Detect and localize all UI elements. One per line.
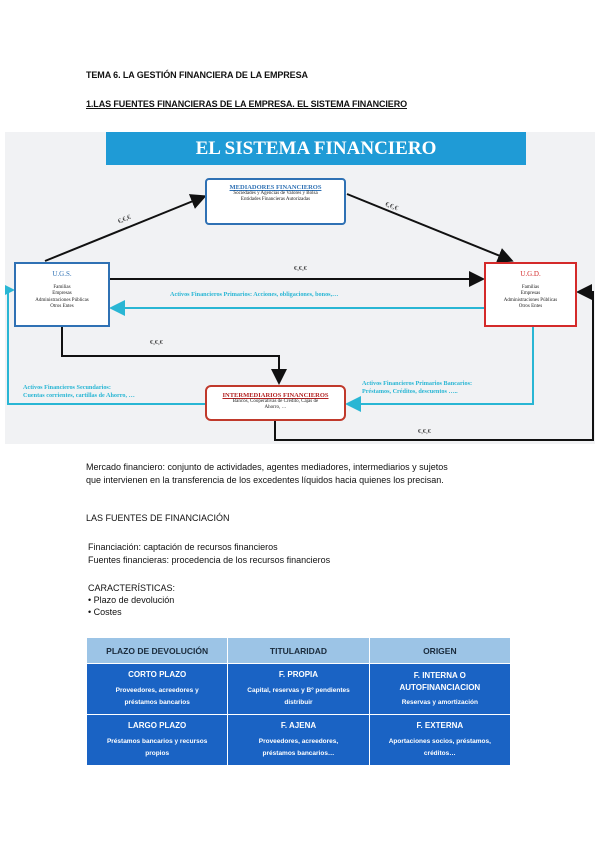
arrow-ugd-to-intermediarios-cyan [345, 327, 534, 412]
bullet-icon: • [88, 607, 94, 617]
ugs-box: U.G.S. Familias Empresas Administracione… [14, 262, 110, 327]
table-cell: F. EXTERNA Aportaciones socios, préstamo… [368, 714, 512, 766]
table-cell: F. PROPIA Capital, reservas y Bº pendien… [227, 663, 370, 715]
activos-primarios-label: Activos Financieros Primarios: Acciones,… [170, 291, 339, 298]
ccc-label-intermediarios-ugd: €,€,€ [418, 428, 431, 435]
table-cell: LARGO PLAZO Préstamos bancarios y recurs… [85, 714, 229, 766]
mediadores-line2: Entidades Financieras Autorizadas [240, 197, 311, 203]
ugs-line: Familias [53, 285, 71, 290]
ccc-label-ugs-intermediarios: €,€,€ [150, 339, 163, 346]
financial-system-diagram: EL SISTEMA FINANCIERO MEDIADORES FINANCI… [5, 132, 595, 444]
arrow-ugs-to-mediadores [44, 194, 207, 262]
paragraph-line: que intervienen en la transferencia de l… [86, 475, 444, 485]
ugd-title: U.G.D. [520, 270, 541, 278]
arrow-intermediarios-to-ugd [274, 284, 594, 441]
arrow-ugs-to-intermediarios [61, 327, 287, 385]
mediadores-box: MEDIADORES FINANCIEROS Sociedades y Agen… [205, 178, 346, 225]
table-header: ORIGEN [368, 637, 512, 664]
paragraph-line: Mercado financiero: conjunto de activida… [86, 462, 448, 472]
intermediarios-title: INTERMEDIARIOS FINANCIEROS [222, 392, 329, 399]
ugs-title: U.G.S. [52, 270, 72, 278]
definition-fuentes: Fuentes financieras: procedencia de los … [88, 555, 331, 565]
caracteristicas-title: CARACTERÍSTICAS: [88, 583, 176, 593]
mediadores-title: MEDIADORES FINANCIEROS [229, 184, 322, 191]
ugd-line: Otros Entes [518, 303, 543, 309]
list-item: • Costes [88, 607, 122, 617]
fuentes-title: LAS FUENTES DE FINANCIACIÓN [86, 513, 230, 523]
ccc-label-ugs-ugd: €,€,€ [294, 265, 307, 272]
intermediarios-line2: Ahorro, … [264, 405, 287, 411]
ugs-line: Administraciones Públicas [35, 297, 89, 303]
activos-secundarios-label-2: Cuentas corrientes, cartillas de Ahorro,… [23, 392, 135, 399]
definitions: Financiación: captación de recursos fina… [88, 541, 330, 567]
mediadores-line1: Sociedades y Agencias de Valores y Bolsa [233, 191, 318, 196]
ugd-box: U.G.D. Familias Empresas Administracione… [484, 262, 577, 327]
intermediarios-box: INTERMEDIARIOS FINANCIEROS Bancos, Coope… [205, 385, 346, 421]
document-heading: TEMA 6. LA GESTIÓN FINANCIERA DE LA EMPR… [86, 70, 308, 80]
table-header-row: PLAZO DE DEVOLUCIÓN TITULARIDAD ORIGEN [85, 637, 512, 664]
arrow-intermediarios-to-ugs-cyan [5, 282, 205, 405]
ugs-line: Otros Entes [50, 303, 74, 309]
table-header: TITULARIDAD [227, 637, 370, 664]
table-header: PLAZO DE DEVOLUCIÓN [85, 637, 229, 664]
ugd-line: Empresas [520, 291, 541, 297]
diagram-banner: EL SISTEMA FINANCIERO [106, 132, 526, 165]
definition-financiacion: Financiación: captación de recursos fina… [88, 542, 278, 552]
table-row: LARGO PLAZO Préstamos bancarios y recurs… [85, 714, 512, 766]
table-cell: F. AJENA Proveedores, acreedores, présta… [227, 714, 370, 766]
intermediarios-line1: Bancos, Cooperativas de Crédito, Cajas d… [232, 399, 319, 404]
ugd-line: Administraciones Públicas [503, 297, 558, 303]
section-heading: 1.LAS FUENTES FINANCIERAS DE LA EMPRESA.… [86, 99, 407, 109]
ugs-line: Empresas [52, 291, 72, 297]
ugd-line: Familias [521, 285, 540, 290]
bullet-icon: • [88, 595, 94, 605]
table-row: CORTO PLAZO Proveedores, acreedores y pr… [85, 663, 512, 715]
arrow-mediadores-to-ugd [346, 193, 514, 263]
caracteristicas: CARACTERÍSTICAS: • Plazo de devolución •… [88, 582, 175, 618]
table-cell: F. INTERNA O AUTOFINANCIACION Reservas y… [368, 663, 512, 715]
diagram-arrows [5, 193, 594, 441]
activos-bancarios-label-2: Préstamos, Créditos, descuentos ….. [362, 388, 458, 395]
activos-secundarios-label-1: Activos Financieros Secundarios: [23, 384, 111, 391]
mercado-financiero-paragraph: Mercado financiero: conjunto de activida… [86, 461, 516, 487]
table-cell: CORTO PLAZO Proveedores, acreedores y pr… [85, 663, 229, 715]
activos-bancarios-label-1: Activos Financieros Primarios Bancarios: [362, 380, 473, 387]
financing-table: PLAZO DE DEVOLUCIÓN TITULARIDAD ORIGEN C… [85, 637, 512, 766]
list-item: • Plazo de devolución [88, 595, 175, 605]
